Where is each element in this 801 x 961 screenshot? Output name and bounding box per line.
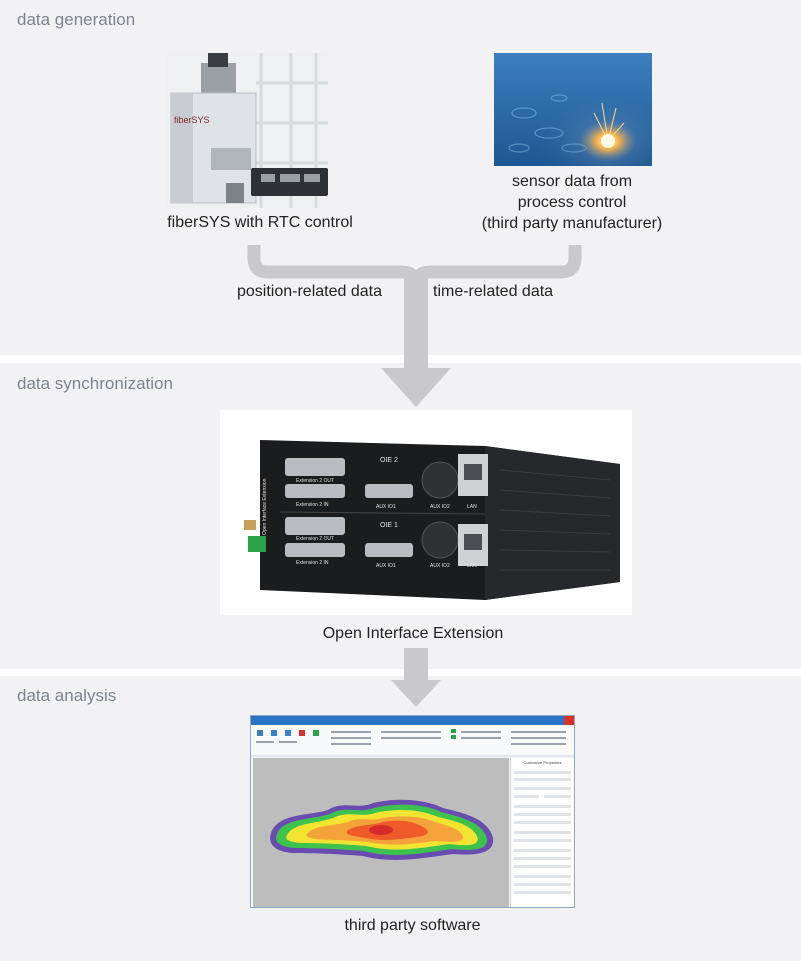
caption-sensor-line-2: process control	[517, 194, 627, 211]
arrow-down-icon	[381, 368, 451, 407]
laser-process-image	[494, 53, 652, 166]
connector-stem	[404, 278, 428, 370]
section-data-generation	[0, 0, 801, 355]
connector-left-branch	[247, 245, 423, 287]
oie-label-vertical: Open Interface Extension	[262, 478, 268, 535]
oie-label-lan-2: LAN	[467, 504, 477, 510]
oie-label-aux-io1-2: AUX IO1	[376, 504, 396, 510]
close-icon[interactable]	[564, 716, 574, 725]
flow-label-time: time-related data	[433, 283, 554, 300]
heatmap-view	[253, 758, 509, 907]
software-window: Customize Properties	[250, 715, 575, 908]
connector-right-branch	[409, 245, 582, 287]
oie-label-ext-in-2: Extension 2 IN	[296, 502, 329, 508]
arrow-down-icon	[391, 680, 441, 707]
software-ribbon	[251, 725, 574, 757]
properties-panel-title: Customize Properties	[523, 760, 562, 765]
oie-label-aux-io2-1: AUX IO2	[430, 563, 450, 569]
fibersys-device-image: fiberSYS	[166, 53, 328, 208]
oie-label-ext-out-1: Extension 2 OUT	[296, 536, 334, 542]
caption-sensor-line-3: (third party manufacturer)	[481, 215, 663, 232]
section-title-generation: data generation	[17, 10, 136, 29]
oie-label-ext-out-2: Extension 2 OUT	[296, 478, 334, 484]
oie-label-lan-1: LAN	[467, 563, 477, 569]
svg-text:fiberSYS: fiberSYS	[174, 115, 210, 125]
properties-rows	[514, 771, 571, 894]
connector-stem-2	[404, 648, 428, 682]
oie-label-oie1: OIE 1	[380, 522, 398, 529]
section-title-analysis: data analysis	[17, 686, 117, 705]
section-title-synchronization: data synchronization	[17, 374, 173, 393]
properties-panel: Customize Properties	[510, 758, 574, 907]
flow-label-position: position-related data	[237, 283, 382, 300]
oie-label-oie2: OIE 2	[380, 457, 398, 464]
oie-label-aux-io2-2: AUX IO2	[430, 504, 450, 510]
oie-label-ext-in-1: Extension 2 IN	[296, 560, 329, 566]
caption-software: third party software	[344, 917, 481, 934]
caption-sensor-line-1: sensor data from	[511, 173, 633, 190]
software-titlebar	[251, 716, 574, 725]
oie-device-image: OIE 2 Extension 2 OUT Extension 2 IN AUX…	[244, 440, 620, 600]
oie-label-aux-io1-1: AUX IO1	[376, 563, 396, 569]
caption-fibersys: fiberSYS with RTC control	[167, 214, 353, 231]
caption-sensor: sensor data from process control (third …	[462, 171, 682, 234]
caption-oie: Open Interface Extension	[322, 625, 504, 642]
